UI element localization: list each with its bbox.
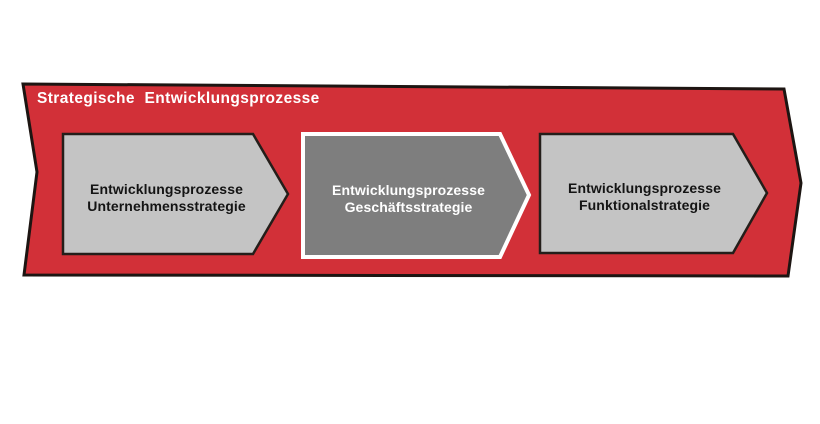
chevron-shape-funktionalstrategie (538, 132, 769, 255)
chevron-shape-geschaeftsstrategie (301, 132, 532, 259)
chevron-shape-unternehmensstrategie (61, 132, 290, 256)
diagram-title: Strategische Entwicklungsprozesse (37, 90, 320, 107)
